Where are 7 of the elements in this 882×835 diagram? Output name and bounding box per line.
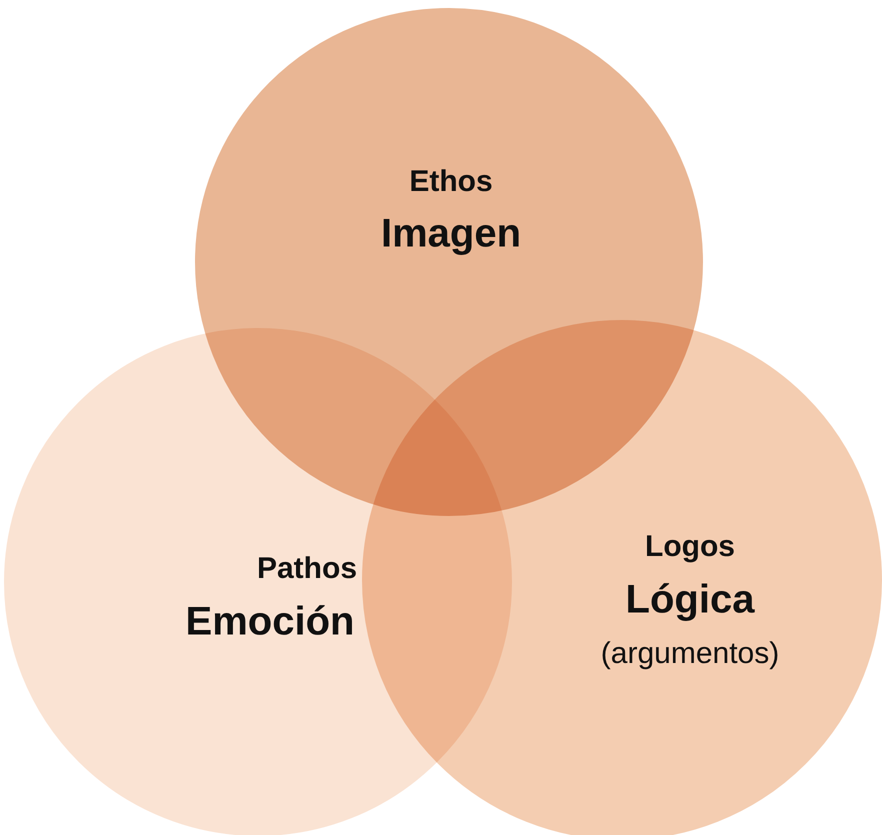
circle-title: Pathos xyxy=(256,552,358,586)
circle-note: (argumentos) xyxy=(600,637,780,671)
circle-heading: Lógica xyxy=(626,578,754,622)
circle-title: Ethos xyxy=(409,165,493,199)
circle-heading: Imagen xyxy=(380,212,522,256)
circle-title: Logos xyxy=(645,530,735,564)
circle-heading: Emoción xyxy=(186,600,354,644)
